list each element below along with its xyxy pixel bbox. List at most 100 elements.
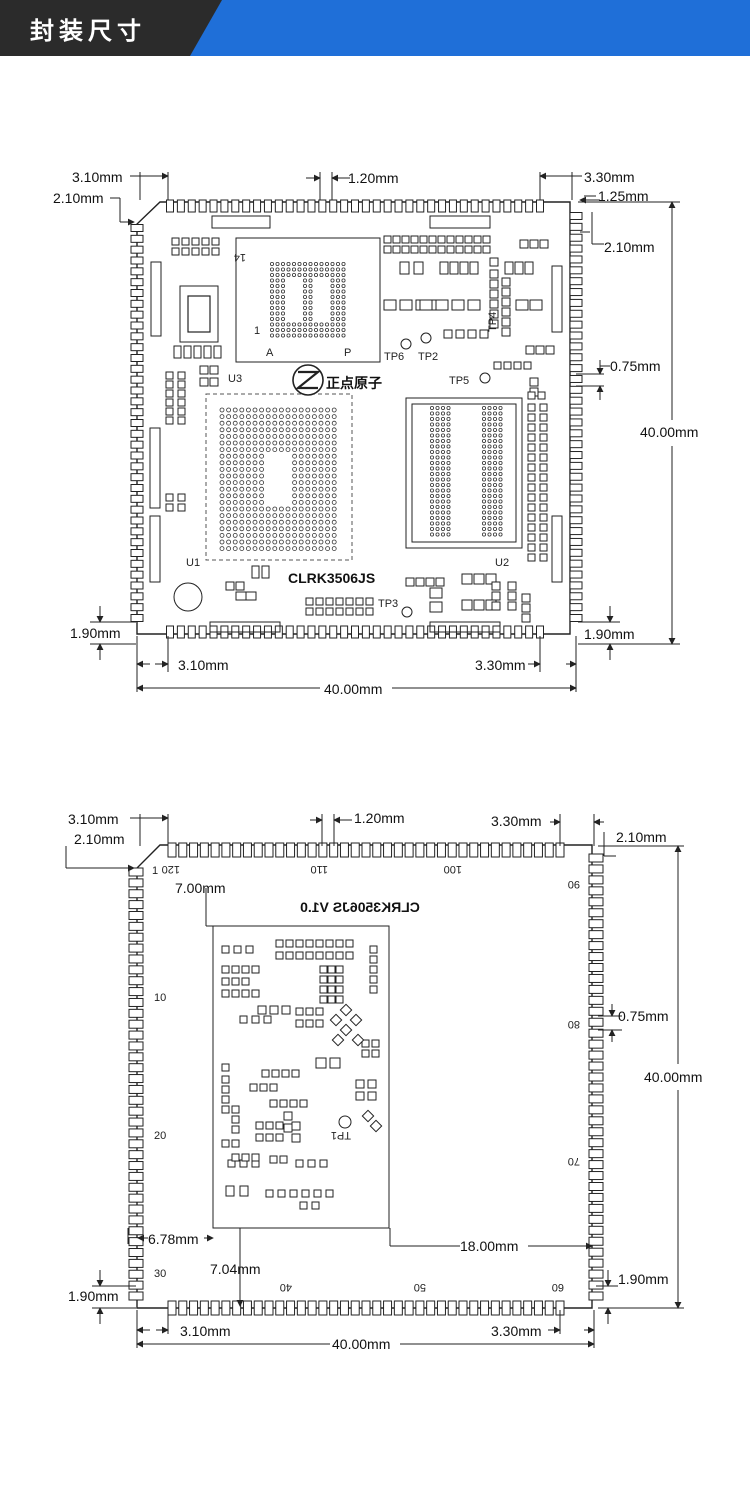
ball: [435, 482, 440, 487]
ball: [440, 516, 445, 521]
ball: [313, 272, 318, 277]
passive-component: [501, 317, 511, 327]
pad: [296, 625, 305, 639]
ball: [440, 438, 445, 443]
bottom-pad-row-bottom: [167, 1300, 565, 1316]
pad: [231, 199, 240, 213]
ball: [325, 493, 331, 499]
ball: [330, 322, 335, 327]
pad: [501, 842, 511, 858]
top-dim-bottom-left-h: 3.10mm: [178, 657, 229, 673]
ball: [341, 327, 346, 332]
ball: [311, 546, 317, 551]
ball: [481, 416, 486, 421]
pad: [242, 842, 252, 858]
ball: [269, 289, 274, 294]
ball: [219, 546, 225, 551]
pad: [569, 614, 583, 622]
pad: [533, 842, 543, 858]
pad: [361, 1300, 371, 1316]
ball: [435, 444, 440, 449]
top-u3-pin1-label: 1: [254, 325, 260, 337]
pad: [340, 199, 349, 213]
ball: [311, 499, 317, 505]
pad: [340, 625, 349, 639]
ball: [275, 333, 280, 338]
passive-component: [335, 939, 344, 948]
ball: [302, 272, 307, 277]
ball: [325, 506, 331, 512]
ball: [252, 533, 258, 538]
ball: [239, 440, 245, 446]
passive-component: [289, 1189, 298, 1198]
ball: [446, 527, 451, 532]
passive-component: [295, 951, 304, 960]
pad: [569, 212, 583, 220]
ball: [219, 447, 225, 453]
passive-component: [295, 1019, 304, 1028]
passive-component: [539, 503, 548, 512]
ball: [440, 411, 445, 416]
ball: [226, 420, 232, 426]
passive-component: [335, 951, 344, 960]
ball: [318, 447, 324, 453]
ball: [219, 407, 225, 413]
ball: [226, 546, 232, 551]
ball: [292, 433, 298, 439]
pad: [128, 1291, 144, 1301]
ball: [219, 486, 225, 492]
ball: [269, 300, 274, 305]
ball: [280, 327, 285, 332]
ball: [259, 460, 265, 466]
ball: [435, 422, 440, 427]
passive-component: [201, 247, 210, 256]
ball: [269, 278, 274, 283]
ball: [487, 438, 492, 443]
passive-component: [201, 237, 210, 246]
ball: [311, 513, 317, 518]
ball: [226, 493, 232, 499]
ball: [265, 420, 271, 426]
pad: [426, 1300, 436, 1316]
ball: [311, 447, 317, 453]
pad: [189, 842, 199, 858]
ball: [286, 322, 291, 327]
ball: [341, 267, 346, 272]
ball: [330, 300, 335, 305]
ball: [492, 449, 497, 454]
ball: [435, 471, 440, 476]
pad: [130, 278, 144, 287]
ball: [313, 261, 318, 266]
ball: [239, 480, 245, 486]
pad: [415, 1300, 425, 1316]
ball: [302, 311, 307, 316]
ball: [498, 488, 503, 493]
pad: [588, 963, 604, 972]
pad: [128, 1106, 144, 1116]
passive-component: [489, 269, 499, 279]
ball: [487, 504, 492, 509]
ball: [226, 447, 232, 453]
bottom-dimension-lines: [65, 814, 684, 1348]
ball: [239, 460, 245, 466]
ball: [311, 473, 317, 479]
ball: [305, 466, 311, 472]
ball: [487, 444, 492, 449]
ball: [330, 272, 335, 277]
pad: [286, 842, 296, 858]
ball: [498, 455, 503, 460]
ball: [292, 453, 298, 459]
ball: [226, 414, 232, 420]
ball: [435, 438, 440, 443]
ball: [275, 278, 280, 283]
ball: [259, 513, 265, 518]
passive-component: [521, 593, 531, 603]
ball: [285, 513, 291, 518]
ball: [265, 433, 271, 439]
ball: [286, 261, 291, 266]
pad: [128, 1269, 144, 1279]
ball: [275, 305, 280, 310]
ball: [232, 526, 238, 532]
ball: [446, 444, 451, 449]
passive-component: [339, 1003, 353, 1017]
